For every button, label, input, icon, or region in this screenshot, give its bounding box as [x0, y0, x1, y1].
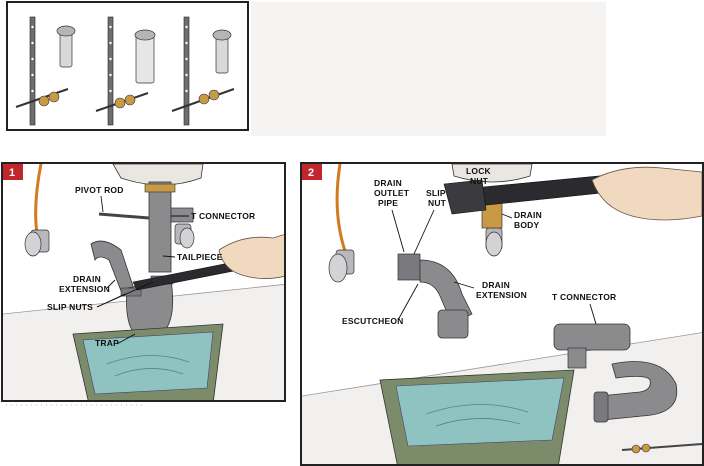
- label-slip-nut-line-2: NUT: [428, 198, 447, 208]
- label-lock-nut-line-2: NUT: [470, 176, 489, 186]
- label-drain-outlet-pipe-line-3: PIPE: [378, 198, 398, 208]
- stopper-assembly-1: [15, 16, 76, 126]
- step-1-badge: [3, 164, 23, 180]
- label-lock-nut-line-1: LOCK: [466, 166, 492, 176]
- stopper-assembly-3: [171, 16, 235, 126]
- water: [82, 331, 214, 395]
- step-2-illustration: 2 LOCK NUT DRAIN OUTLET PIPE SLIP NUT DR…: [302, 164, 702, 464]
- label-drain-extension-line-2: EXTENSION: [476, 290, 527, 300]
- label-t-connector: T CONNECTOR: [552, 292, 616, 302]
- label-drain-body-line-1: DRAIN: [514, 210, 542, 220]
- blank-area: [251, 2, 606, 136]
- label-escutcheon: ESCUTCHEON: [342, 316, 404, 326]
- shutoff-valve-left: [328, 249, 355, 283]
- step-1-illustration: 1 PIVOT ROD T CONNECTOR TAILPIECE DRAIN …: [3, 164, 284, 400]
- slip-nut: [397, 253, 421, 281]
- supply-tube: [335, 164, 348, 255]
- shutoff-valve-right: [485, 227, 503, 257]
- sink-bowl: [451, 164, 533, 183]
- label-drain-outlet-pipe-line-2: OUTLET: [374, 188, 410, 198]
- label-trap: TRAP: [95, 338, 119, 348]
- label-pivot-rod: PIVOT ROD: [75, 185, 124, 195]
- shutoff-valve-right: [174, 223, 195, 249]
- label-drain-extension-line-2: EXTENSION: [59, 284, 110, 294]
- hand: [591, 166, 702, 221]
- label-drain-extension-line-1: DRAIN: [482, 280, 510, 290]
- label-drain-body-line-2: BODY: [514, 220, 539, 230]
- step-1-number: 1: [9, 167, 15, 179]
- shutoff-valve-left: [24, 229, 50, 257]
- label-drain-extension-line-1: DRAIN: [73, 274, 101, 284]
- stopper-variations-panel: [6, 1, 249, 131]
- label-tailpiece: TAILPIECE: [177, 252, 223, 262]
- supply-tube: [34, 164, 43, 235]
- t-connector: [553, 323, 631, 351]
- label-drain-outlet-pipe-line-1: DRAIN: [374, 178, 402, 188]
- stopper-assembly-2: [95, 16, 156, 126]
- tailpiece-pipe: [148, 181, 172, 273]
- dotted-divider: [6, 404, 146, 406]
- label-slip-nuts: SLIP NUTS: [47, 302, 93, 312]
- step-2-number: 2: [308, 167, 314, 179]
- label-slip-nut-line-1: SLIP: [426, 188, 446, 198]
- step-1-panel: 1 PIVOT ROD T CONNECTOR TAILPIECE DRAIN …: [1, 162, 286, 402]
- water: [395, 377, 565, 447]
- step-2-panel: 2 LOCK NUT DRAIN OUTLET PIPE SLIP NUT DR…: [300, 162, 704, 466]
- hand: [218, 234, 284, 279]
- label-t-connector: T CONNECTOR: [191, 211, 255, 221]
- escutcheon-pipe-end: [437, 309, 469, 339]
- step-2-badge: [302, 164, 322, 180]
- stopper-variations-illustration: [15, 16, 235, 126]
- pivot-rod: [98, 212, 150, 220]
- lock-nut: [144, 183, 176, 193]
